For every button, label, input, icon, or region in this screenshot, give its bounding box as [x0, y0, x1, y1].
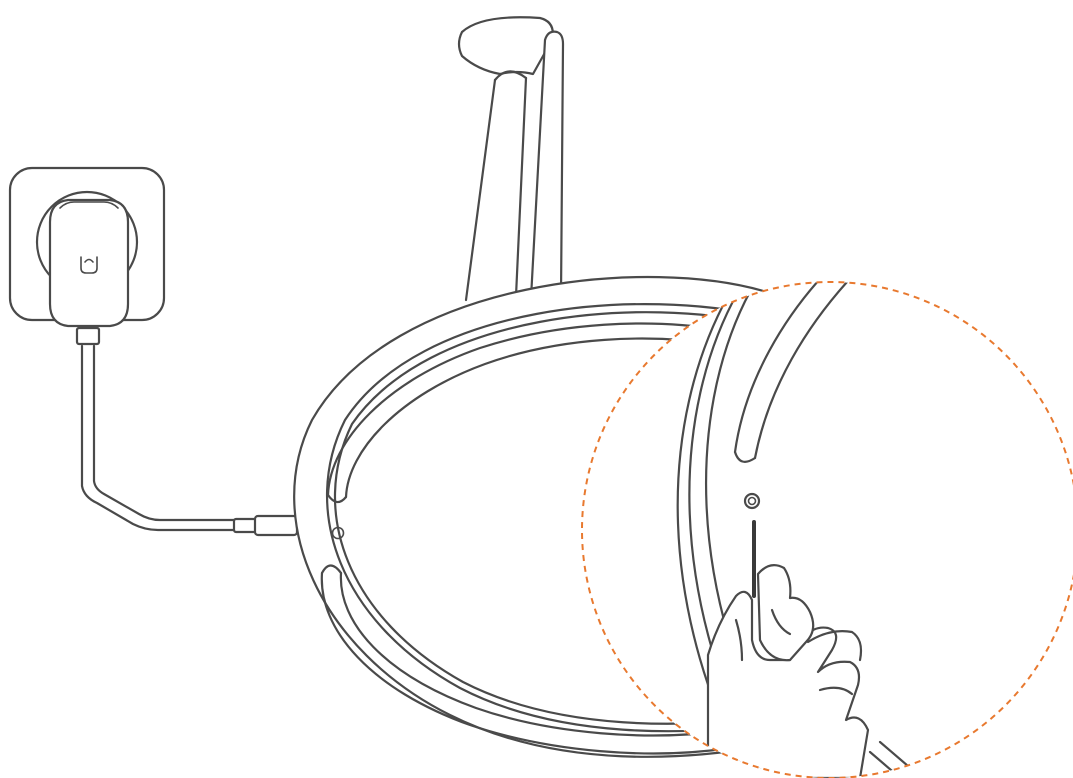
- magnifier-ring: [581, 281, 1073, 778]
- mi-home-logo-icon: [80, 256, 98, 274]
- hand-holding-pin: [706, 563, 870, 778]
- touch-strip-upper: [326, 322, 724, 504]
- lamp-arm: [457, 16, 565, 302]
- touch-strip-lower: [320, 564, 732, 755]
- reset-hole: [331, 526, 345, 540]
- power-adapter: [48, 198, 130, 346]
- magnified-detail: [582, 282, 1073, 778]
- usb-c-connector: [232, 514, 299, 537]
- magnified-touch-strip: [733, 282, 862, 463]
- magnified-reset-hole: [743, 492, 761, 510]
- charging-cable: [80, 344, 237, 532]
